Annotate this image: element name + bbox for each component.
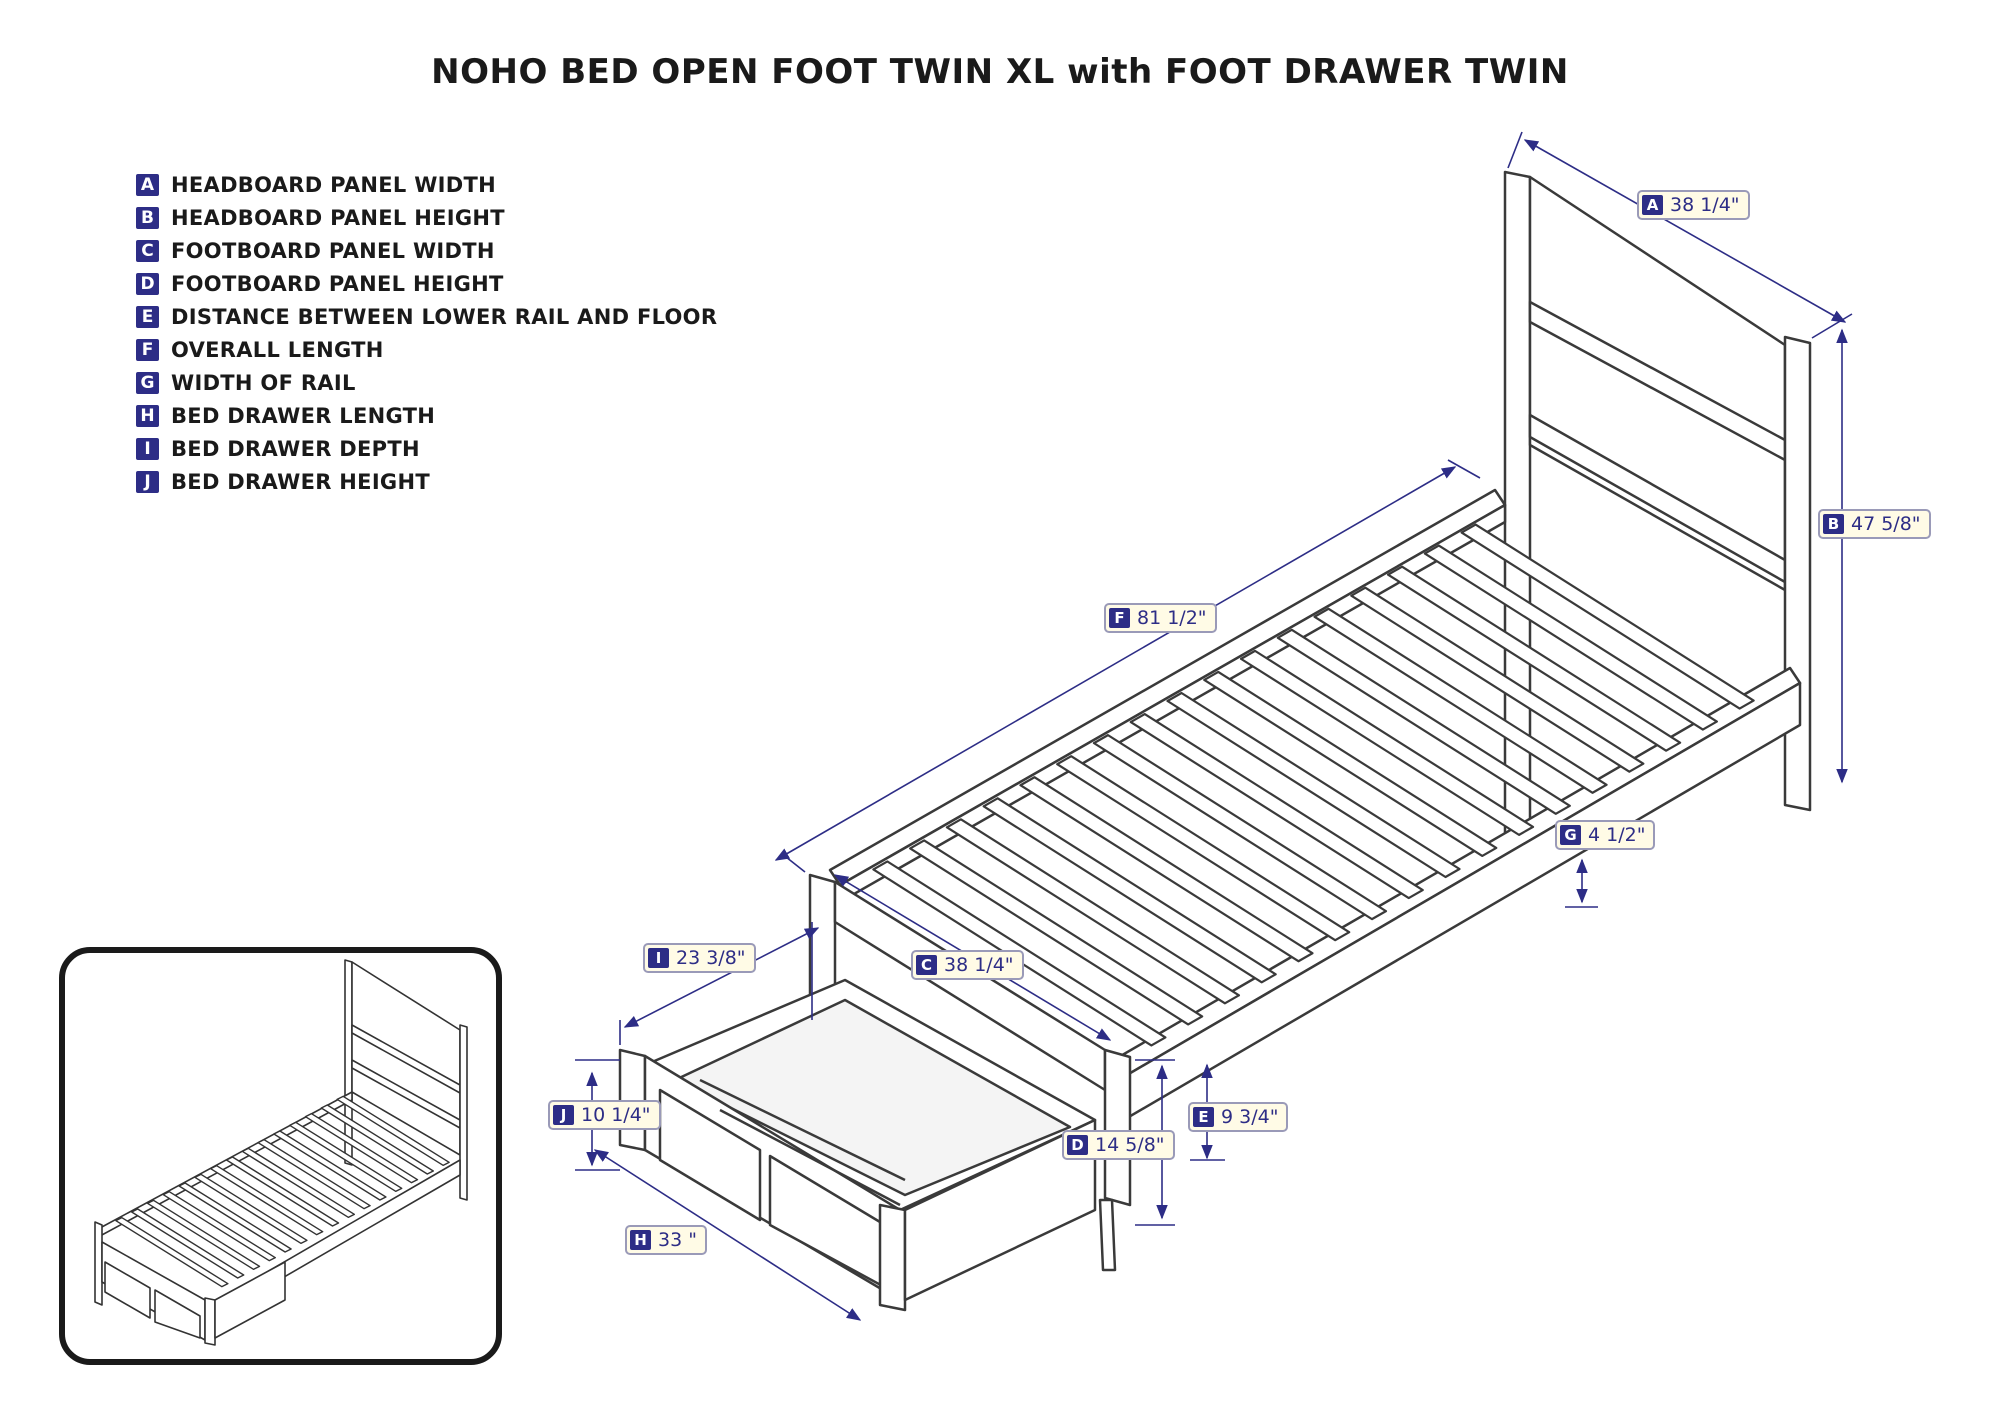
dimension-key: C [916, 955, 937, 975]
legend-label: OVERALL LENGTH [171, 337, 384, 362]
thumbnail-slat [336, 1095, 450, 1167]
legend-key: E [136, 305, 159, 328]
dimension-key: G [1560, 825, 1581, 845]
legend-item-f: F OVERALL LENGTH [136, 333, 717, 366]
dimension-key: F [1109, 608, 1130, 628]
dimension-key: A [1642, 195, 1663, 215]
dimension-line-h [593, 1149, 862, 1321]
dimension-label-a: A 38 1/4" [1637, 190, 1750, 220]
dimension-key: J [553, 1105, 574, 1125]
legend-label: HEADBOARD PANEL HEIGHT [171, 205, 505, 230]
dimension-legend: A HEADBOARD PANEL WIDTH B HEADBOARD PANEL … [136, 168, 717, 498]
dimension-label-c: C 38 1/4" [911, 950, 1024, 980]
thumbnail-slat [115, 1216, 229, 1288]
dimension-label-j: J 10 1/4" [548, 1100, 661, 1130]
legend-key: H [136, 404, 159, 427]
thumbnail-slat [304, 1112, 419, 1184]
dimension-value: 38 1/4" [944, 954, 1014, 976]
legend-item-h: H BED DRAWER LENGTH [136, 399, 717, 432]
dimension-key: I [648, 948, 669, 968]
dimension-key: D [1067, 1135, 1088, 1155]
legend-key: F [136, 338, 159, 361]
dimension-label-h: H 33 " [625, 1225, 707, 1255]
legend-label: DISTANCE BETWEEN LOWER RAIL AND FLOOR [171, 304, 718, 329]
diagram-title: NOHO BED OPEN FOOT TWIN XL with FOOT DRA… [431, 52, 1569, 92]
legend-label: BED DRAWER LENGTH [171, 403, 436, 428]
thumbnail-slat [289, 1121, 403, 1193]
thumbnail-slat [257, 1138, 371, 1210]
legend-item-g: G WIDTH OF RAIL [136, 366, 717, 399]
legend-item-e: E DISTANCE BETWEEN LOWER RAIL AND FLOOR [136, 300, 717, 333]
legend-label: WIDTH OF RAIL [171, 370, 356, 395]
dimension-label-e: E 9 3/4" [1188, 1102, 1289, 1132]
legend-item-b: B HEADBOARD PANEL HEIGHT [136, 201, 717, 234]
bed-slat [1460, 523, 1755, 710]
dimension-line-i [623, 927, 820, 1028]
dimension-line-f [774, 466, 1457, 861]
legend-item-a: A HEADBOARD PANEL WIDTH [136, 168, 717, 201]
dimension-label-i: I 23 3/8" [643, 943, 756, 973]
legend-item-c: C FOOTBOARD PANEL WIDTH [136, 234, 717, 267]
legend-key: A [136, 173, 159, 196]
thumbnail-inset [59, 947, 502, 1365]
dimension-key: H [630, 1230, 651, 1250]
dimension-label-f: F 81 1/2" [1104, 603, 1217, 633]
thumbnail-slat [209, 1164, 324, 1236]
thumbnail-slat [194, 1173, 308, 1245]
dimension-key: B [1823, 514, 1844, 534]
legend-item-d: D FOOTBOARD PANEL HEIGHT [136, 267, 717, 300]
dimension-label-d: D 14 5/8" [1062, 1130, 1175, 1160]
dimension-value: 9 3/4" [1221, 1106, 1279, 1128]
thumbnail-slat [320, 1104, 434, 1175]
thumbnail-slat [130, 1208, 245, 1279]
thumbnail-slat [178, 1182, 292, 1253]
legend-item-i: I BED DRAWER DEPTH [136, 432, 717, 465]
dimension-value: 23 3/8" [676, 947, 746, 969]
dimension-value: 14 5/8" [1095, 1134, 1165, 1156]
legend-label: BED DRAWER HEIGHT [171, 469, 430, 494]
thumbnail-slat [162, 1190, 276, 1262]
thumbnail-slat [225, 1156, 340, 1227]
legend-label: HEADBOARD PANEL WIDTH [171, 172, 497, 197]
legend-key: I [136, 437, 159, 460]
legend-key: G [136, 371, 159, 394]
legend-label: BED DRAWER DEPTH [171, 436, 420, 461]
legend-label: FOOTBOARD PANEL HEIGHT [171, 271, 504, 296]
thumbnail-slat [146, 1199, 261, 1271]
legend-item-j: J BED DRAWER HEIGHT [136, 465, 717, 498]
dimension-label-b: B 47 5/8" [1818, 509, 1931, 539]
dimension-value: 47 5/8" [1851, 513, 1921, 535]
dimension-value: 10 1/4" [581, 1104, 651, 1126]
legend-label: FOOTBOARD PANEL WIDTH [171, 238, 495, 263]
legend-key: B [136, 206, 159, 229]
legend-key: D [136, 272, 159, 295]
dimension-value: 33 " [658, 1229, 697, 1251]
legend-key: C [136, 239, 159, 262]
bed-frame [828, 488, 1802, 1127]
dimension-key: E [1193, 1107, 1214, 1127]
dimension-value: 81 1/2" [1137, 607, 1207, 629]
dimension-value: 4 1/2" [1588, 824, 1646, 846]
dimension-value: 38 1/4" [1670, 194, 1740, 216]
dimension-line-a [1523, 139, 1847, 323]
thumbnail-slat [273, 1130, 387, 1201]
dimension-label-g: G 4 1/2" [1555, 820, 1656, 850]
legend-key: J [136, 470, 159, 493]
thumbnail-slat [241, 1147, 355, 1219]
